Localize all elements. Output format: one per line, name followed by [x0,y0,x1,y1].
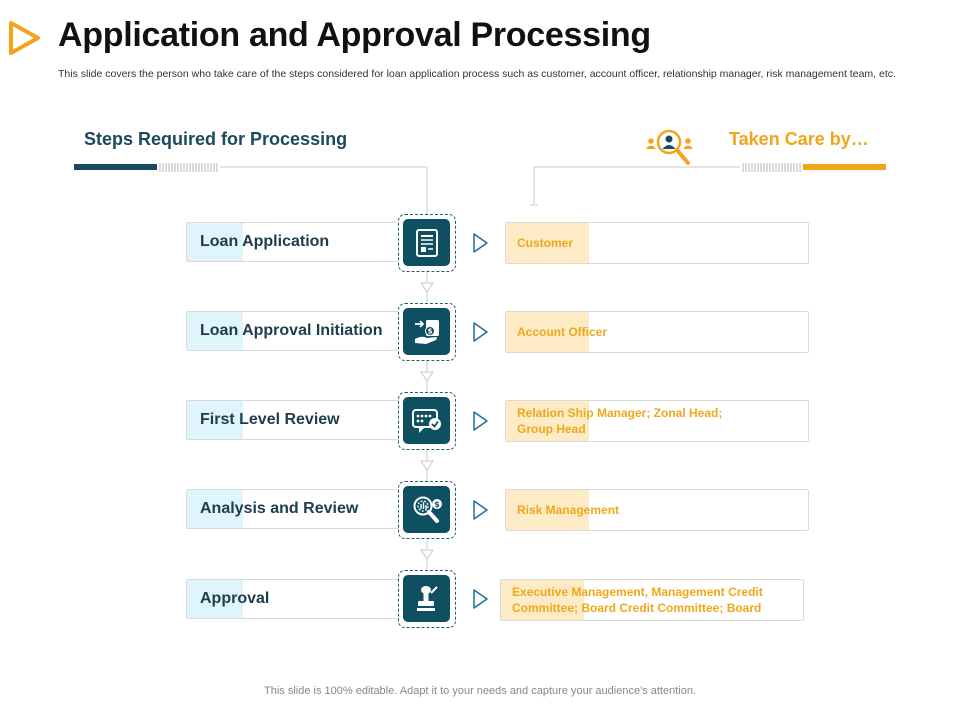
play-arrow-icon [473,500,488,520]
owner-label: Relation Ship Manager; Zonal Head; Group… [517,406,723,436]
play-arrow-icon [473,233,488,253]
analysis-magnifier-icon: $ [413,496,442,523]
step-label: Loan Application [200,233,330,250]
icon-box-5 [398,570,456,628]
step-loan-approval-initiation: Loan Approval Initiation [186,311,412,351]
steps-heading: Steps Required for Processing [84,129,348,149]
step-label: Approval [200,590,270,607]
step-label: Analysis and Review [200,500,359,517]
svg-text:$: $ [427,327,432,335]
owner-label: Risk Management [517,503,620,517]
step-label: First Level Review [200,411,340,428]
owner-label: Account Officer [517,325,608,339]
owner-executive-management: Executive Management, Management Credit … [500,579,804,621]
page-title: Application and Approval Processing [58,16,651,54]
money-hand-icon: $ [414,319,439,344]
step-first-level-review: First Level Review [186,400,412,440]
play-logo-icon [9,21,40,55]
owner-label: Executive Management, Management Credit … [512,585,763,615]
icon-box-3 [398,392,456,450]
owner-customer: Customer [505,222,809,264]
play-arrow-icon [473,589,488,609]
step-analysis-and-review: Analysis and Review [186,489,412,529]
icon-box-2: $ [398,303,456,361]
svg-text:$: $ [434,500,440,509]
owner-account-officer: Account Officer [505,311,809,353]
step-label: Loan Approval Initiation [200,322,383,339]
step-approval: Approval [186,579,412,619]
footer-note: This slide is 100% editable. Adapt it to… [264,685,696,697]
step-loan-application: Loan Application [186,222,412,262]
owner-relationship-manager: Relation Ship Manager; Zonal Head; Group… [505,400,809,442]
document-icon [415,228,438,257]
review-chat-icon [411,408,441,433]
page-subtitle: This slide covers the person who take ca… [58,68,896,80]
play-arrow-icon [473,322,488,342]
play-arrow-icon [473,411,488,431]
owner-risk-management: Risk Management [505,489,809,531]
icon-box-1 [398,214,456,272]
taken-care-heading: Taken Care by… [729,129,869,149]
people-search-icon [646,129,693,165]
owner-label: Customer [517,236,574,250]
icon-box-4: $ [398,481,456,539]
stamp-icon [416,585,438,611]
